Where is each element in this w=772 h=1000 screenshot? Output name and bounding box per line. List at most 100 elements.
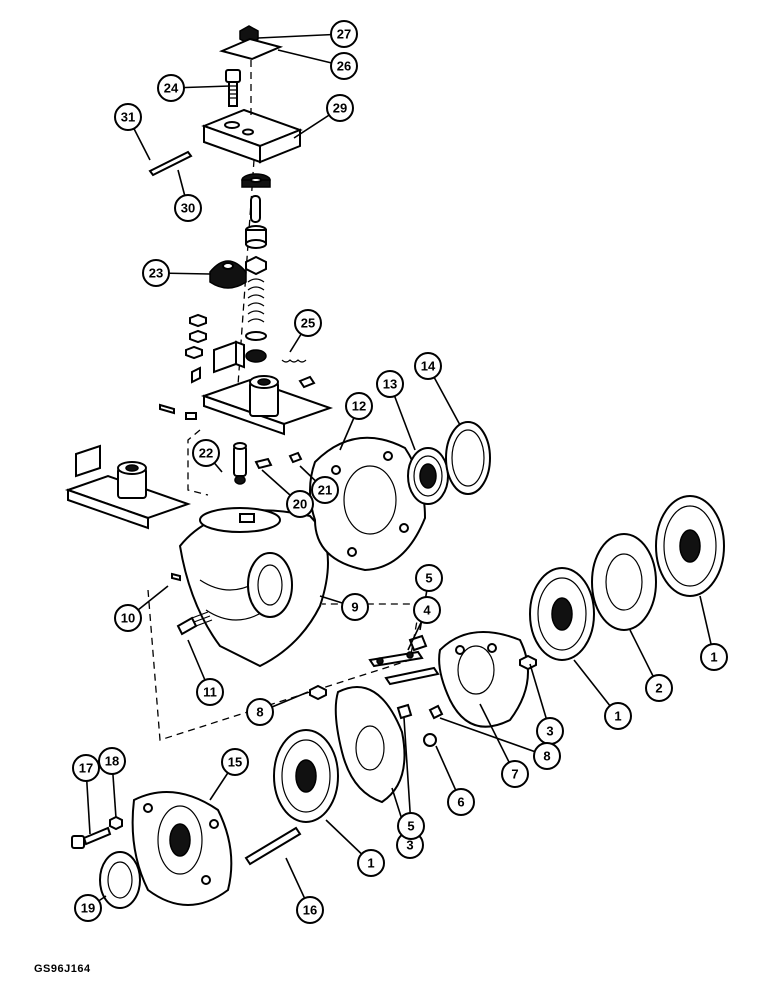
bracket-assembly <box>159 313 334 436</box>
nut-8-right <box>519 654 537 671</box>
callout-14: 14 <box>414 352 442 380</box>
callout-number: 5 <box>407 819 414 834</box>
callout-7: 7 <box>501 760 529 788</box>
callout-10: 10 <box>114 604 142 632</box>
callout-1: 1 <box>700 643 728 671</box>
friction-disc-1-middle <box>529 567 595 661</box>
callout-23: 23 <box>142 259 170 287</box>
callout-18: 18 <box>98 747 126 775</box>
brake-housing <box>171 507 329 668</box>
callout-number: 22 <box>199 446 213 461</box>
spare-bracket <box>64 444 192 530</box>
callout-number: 1 <box>614 709 621 724</box>
figure-code: GS96J164 <box>34 963 91 975</box>
callout-9: 9 <box>341 593 369 621</box>
callout-8: 8 <box>533 742 561 770</box>
callout-number: 4 <box>423 603 431 618</box>
callout-27: 27 <box>330 20 358 48</box>
callout-number: 23 <box>149 266 163 281</box>
callout-22: 22 <box>192 439 220 467</box>
callout-number: 24 <box>164 81 179 96</box>
callout-number: 27 <box>337 27 351 42</box>
callout-1: 1 <box>604 702 632 730</box>
callout-16: 16 <box>296 896 324 924</box>
callout-number: 6 <box>457 795 464 810</box>
pressure-plate-2 <box>591 533 657 631</box>
bolt-17 <box>71 826 112 849</box>
friction-disc-1-left <box>273 729 339 823</box>
callout-number: 1 <box>710 650 717 665</box>
callout-31: 31 <box>114 103 142 131</box>
friction-disc-1-right <box>655 495 725 597</box>
leader-line-5 <box>403 717 412 827</box>
callout-12: 12 <box>345 392 373 420</box>
bolt-5-lower <box>396 703 413 720</box>
link-plates-4 <box>368 650 440 686</box>
callout-20: 20 <box>286 490 314 518</box>
callout-1: 1 <box>357 849 385 877</box>
callout-number: 20 <box>293 497 307 512</box>
callout-25: 25 <box>294 309 322 337</box>
bearing-13 <box>407 447 449 505</box>
cap-23 <box>209 260 247 289</box>
spring-stack <box>241 173 271 363</box>
callout-number: 10 <box>121 611 135 626</box>
callout-21: 21 <box>311 476 339 504</box>
callout-number: 1 <box>367 856 374 871</box>
callout-number: 13 <box>383 377 397 392</box>
bolt-11 <box>176 611 213 636</box>
callout-number: 12 <box>352 399 366 414</box>
seal-19 <box>99 851 141 909</box>
bolt-5 <box>408 634 428 652</box>
callout-number: 21 <box>318 483 332 498</box>
callout-5: 5 <box>415 564 443 592</box>
shaft-16 <box>244 826 302 866</box>
callout-number: 11 <box>203 685 217 700</box>
callout-6: 6 <box>447 788 475 816</box>
cover-15 <box>131 791 233 906</box>
callout-number: 18 <box>105 754 119 769</box>
callout-4: 4 <box>413 596 441 624</box>
callout-number: 31 <box>121 110 135 125</box>
callout-number: 8 <box>543 749 550 764</box>
ramp-plate-3-lower <box>334 686 406 804</box>
callout-number: 5 <box>425 571 432 586</box>
callout-number: 3 <box>546 724 553 739</box>
callout-number: 29 <box>333 101 347 116</box>
seal-ring-14 <box>445 421 491 495</box>
callout-13: 13 <box>376 370 404 398</box>
callout-number: 17 <box>79 761 93 776</box>
callout-number: 19 <box>81 901 95 916</box>
callout-11: 11 <box>196 678 224 706</box>
callout-number: 3 <box>406 838 413 853</box>
callout-3: 3 <box>536 717 564 745</box>
callout-number: 30 <box>181 201 195 216</box>
callout-24: 24 <box>157 74 185 102</box>
gasket-12 <box>309 436 427 572</box>
callout-15: 15 <box>221 748 249 776</box>
callout-5: 5 <box>397 812 425 840</box>
callout-number: 2 <box>655 681 662 696</box>
callout-17: 17 <box>72 754 100 782</box>
top-plate-assembly <box>148 25 303 386</box>
callout-19: 19 <box>74 894 102 922</box>
linkage-22 <box>187 429 303 496</box>
callout-number: 14 <box>421 359 436 374</box>
callout-number: 8 <box>256 705 263 720</box>
ball-6 <box>423 733 437 747</box>
washer-18 <box>109 815 123 831</box>
nut-8-left <box>309 684 327 701</box>
callout-2: 2 <box>645 674 673 702</box>
callout-number: 16 <box>303 903 317 918</box>
callout-26: 26 <box>330 52 358 80</box>
ramp-plate-3-upper <box>438 631 529 728</box>
leader-line-8 <box>439 717 548 757</box>
callout-29: 29 <box>326 94 354 122</box>
callout-30: 30 <box>174 194 202 222</box>
callout-number: 25 <box>301 316 315 331</box>
callout-number: 9 <box>351 600 358 615</box>
leader-line-27 <box>257 33 345 39</box>
spring-7 <box>428 704 444 720</box>
callout-number: 7 <box>511 767 518 782</box>
